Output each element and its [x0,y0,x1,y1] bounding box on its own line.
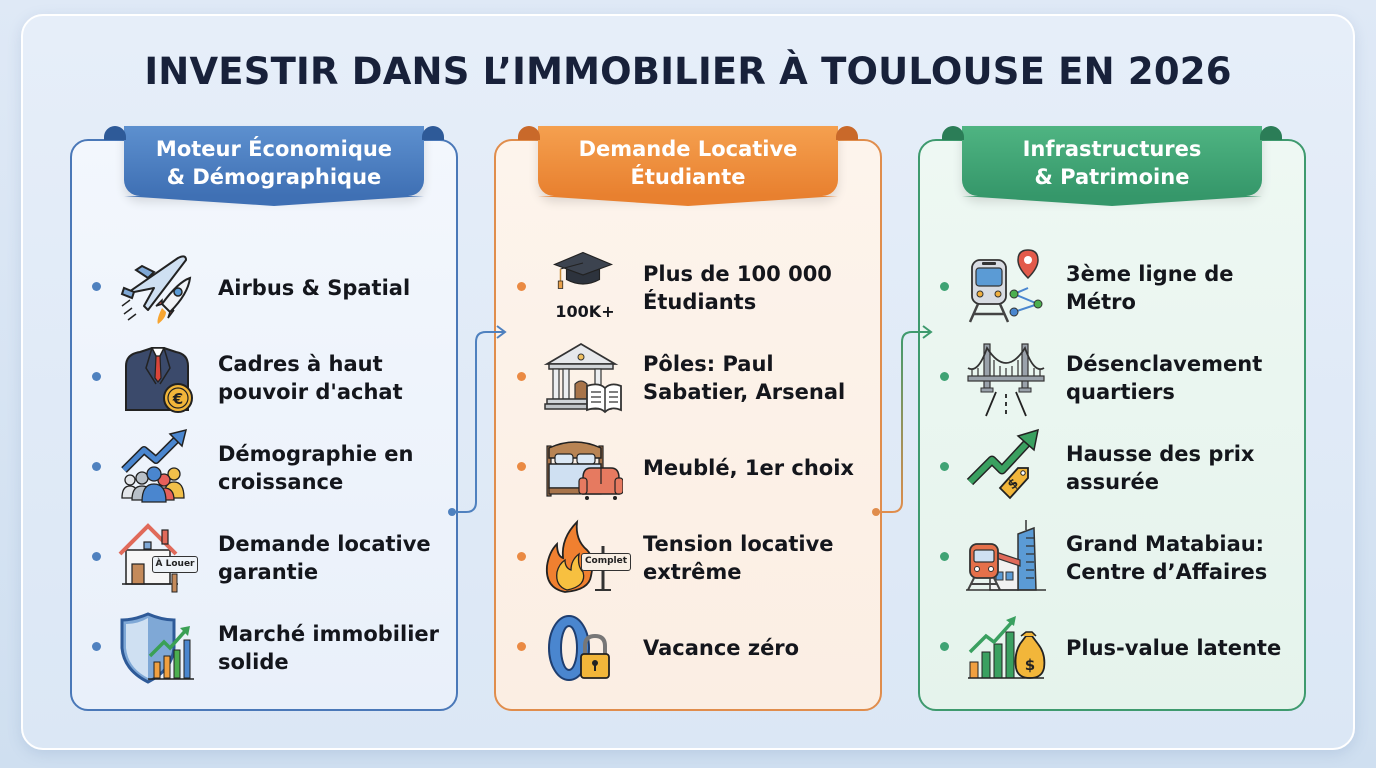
list-item: Vacance zéro [517,608,877,688]
money-bag-chart-icon: $ [968,616,1046,679]
list-item: $ Hausse des prix assurée [940,428,1300,508]
column-heading-infrastructure: Infrastructures & Patrimoine [942,126,1282,206]
heading-line-1: Moteur Économique [155,137,393,161]
university-book-icon [543,342,622,414]
bullet-dot [940,282,949,291]
graduation-cap-icon [552,251,614,289]
item-label: Tension locative extrême [643,532,834,584]
list-item: Airbus & Spatial [92,248,452,328]
bullet-dot [92,552,101,561]
column-heading-student: Demande Locative Étudiante [518,126,858,206]
population-growth-icon [121,428,188,503]
list-item: € Cadres à haut pouvoir d'achat [92,338,452,418]
price-tag-uptrend-icon: $ [966,428,1039,500]
shield-chart-icon [120,612,194,684]
bullet-dot [92,282,101,291]
airplane-rocket-icon [120,255,192,324]
bullet-dot [517,372,526,381]
item-label: Plus de 100 000 Étudiants [643,262,832,314]
list-item: Pôles: Paul Sabatier, Arsenal [517,338,877,418]
connector-arrow-2 [872,325,933,516]
bullet-dot [92,462,101,471]
list-item: À Louer Demande locative garantie [92,518,452,598]
column-card-economic [70,139,458,711]
bed-sofa-icon [546,441,623,500]
bullet-dot [517,462,526,471]
list-item: Démographie en croissance [92,428,452,508]
bullet-dot [517,552,526,561]
bullet-dot [940,642,949,651]
svg-text:$: $ [1025,656,1035,674]
item-label: Vacance zéro [643,636,800,660]
item-label: Airbus & Spatial [218,276,411,300]
bridge-road-icon [967,343,1045,417]
item-label: Meublé, 1er choix [643,456,854,480]
bullet-dot [940,372,949,381]
bullet-dot [517,282,526,291]
complet-sign: Complet [581,553,631,571]
column-card-student [494,139,882,711]
bullet-dot [92,372,101,381]
item-label: Marché immobilier solide [218,622,439,674]
item-label: Plus-value latente [1066,636,1282,660]
item-label: Grand Matabiau: Centre d’Affaires [1066,532,1268,584]
svg-text:€: € [172,390,183,408]
item-label: Démographie en croissance [218,442,414,494]
heading-line-1: Demande Locative [578,137,798,161]
list-item: 100K+ Plus de 100 000 Étudiants [517,248,877,328]
bullet-dot [940,552,949,561]
heading-line-2: Étudiante [630,165,746,189]
heading-line-1: Infrastructures [1022,137,1202,161]
item-label: Désenclavement quartiers [1066,352,1263,404]
fire-complet-sign-icon [545,519,611,593]
train-station-tower-icon [966,520,1046,591]
list-item: Désenclavement quartiers [940,338,1300,418]
item-label: Cadres à haut pouvoir d'achat [218,352,403,404]
item-label: 3ème ligne de Métro [1066,262,1234,314]
column-heading-economic: Moteur Économique & Démographique [104,126,444,206]
item-label: Demande locative garantie [218,532,431,584]
list-item: Meublé, 1er choix [517,428,877,508]
heading-line-2: & Démographique [166,165,382,189]
heading-line-2: & Patrimoine [1034,165,1190,189]
item-label: Pôles: Paul Sabatier, Arsenal [643,352,846,404]
page-title: INVESTIR DANS L’IMMOBILIER À TOULOUSE EN… [144,50,1232,93]
list-item: Grand Matabiau: Centre d’Affaires [940,518,1300,598]
metro-map-pin-icon [968,249,1043,323]
connector-arrow-1 [448,325,507,516]
for-rent-sign: À Louer [152,556,198,573]
item-label: Hausse des prix assurée [1066,442,1255,494]
column-card-infrastructure [918,139,1306,711]
list-item: Complet Tension locative extrême [517,518,877,598]
list-item: $ Plus-value latente [940,608,1300,688]
bullet-dot [517,642,526,651]
bullet-dot [940,462,949,471]
bullet-dot [92,642,101,651]
list-item: Marché immobilier solide [92,608,452,688]
zero-lock-icon [548,615,610,681]
badge-100k: 100K+ [555,302,615,321]
business-suit-euro-icon: € [125,347,193,413]
list-item: 3ème ligne de Métro [940,248,1300,328]
